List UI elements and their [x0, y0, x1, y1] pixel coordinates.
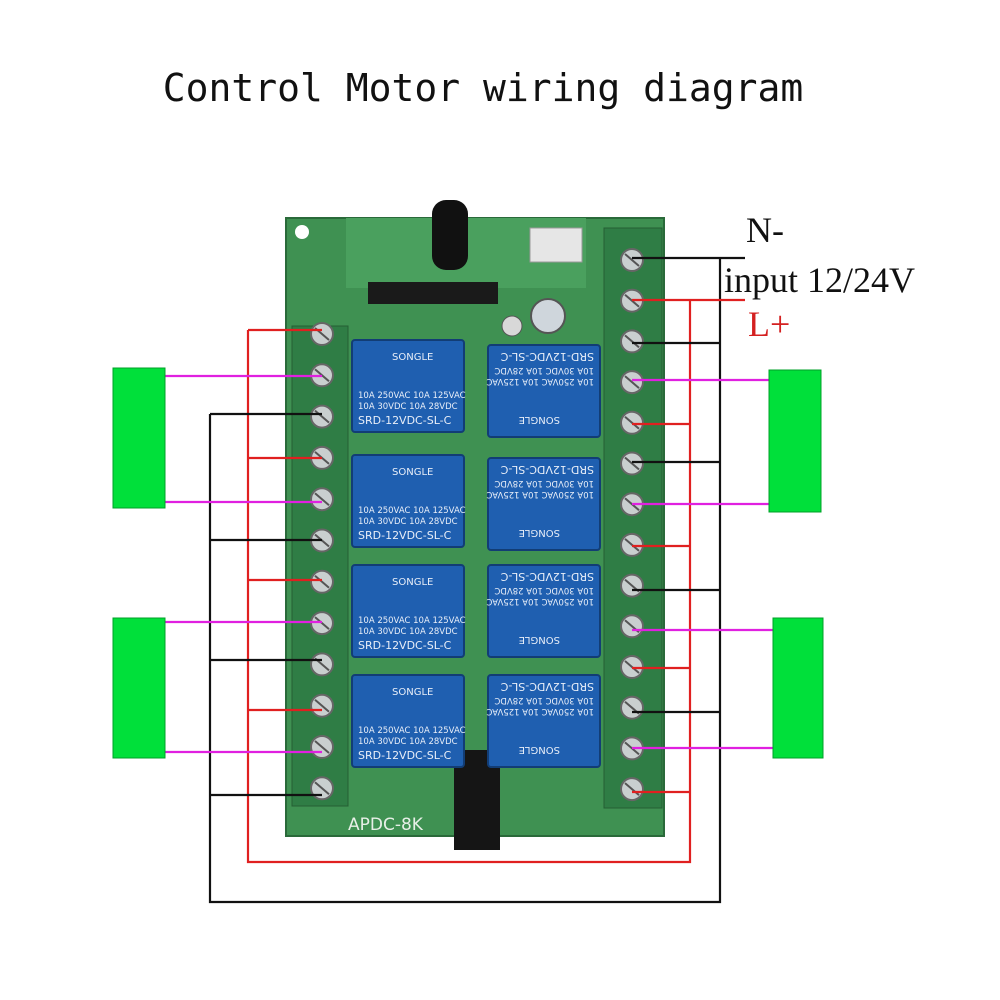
relay-rating-ac: 10A 250VAC 10A 125VAC	[358, 726, 466, 736]
motor-block	[768, 369, 822, 513]
relay-brand: SONGLE	[392, 352, 433, 363]
relay-rating-dc: 10A 30VDC 10A 28VDC	[494, 478, 594, 488]
board-model: APDC-8K	[348, 815, 424, 835]
motor-block	[772, 617, 824, 759]
relay-model: SRD-12VDC-SL-C	[500, 463, 594, 476]
relay-model: SRD-12VDC-SL-C	[500, 680, 594, 693]
relay-model: SRD-12VDC-SL-C	[358, 414, 452, 427]
relay-model: SRD-12VDC-SL-C	[358, 529, 452, 542]
relay-body	[351, 674, 465, 768]
motors	[112, 367, 824, 759]
relay-body	[351, 454, 465, 548]
screw-slot	[314, 409, 330, 424]
relay-body	[487, 457, 601, 551]
screw-slot	[314, 492, 330, 506]
screw-slot	[314, 781, 330, 796]
left-terminal-block	[291, 325, 349, 807]
screw-slot	[624, 334, 640, 349]
relay-rating-dc: 10A 30VDC 10A 28VDC	[494, 365, 594, 375]
right-terminal-block	[603, 227, 663, 809]
relay-rating-dc: 10A 30VDC 10A 28VDC	[358, 402, 458, 412]
relay-model: SRD-12VDC-SL-C	[358, 639, 452, 652]
screw-slot	[624, 253, 640, 267]
live-wire-loop	[246, 300, 692, 864]
wires	[165, 256, 773, 904]
relay-brand: SONGLE	[392, 577, 433, 588]
motor-block	[112, 367, 166, 509]
relay-body	[487, 344, 601, 438]
live-label: L+	[748, 304, 791, 344]
relay-brand: SONGLE	[392, 687, 433, 698]
capacitor	[530, 298, 566, 334]
relay-rating-ac: 10A 250VAC 10A 125VAC	[358, 506, 466, 516]
relay-rating-ac: 10A 250VAC 10A 125VAC	[358, 616, 466, 626]
relay-rating-dc: 10A 30VDC 10A 28VDC	[358, 517, 458, 527]
screw-slot	[624, 456, 640, 471]
relay-brand: SONGLE	[392, 467, 433, 478]
capacitor-small	[501, 315, 523, 337]
relay-brand: SONGLE	[519, 527, 560, 538]
relay-model: SRD-12VDC-SL-C	[500, 350, 594, 363]
relay-rating-dc: 10A 30VDC 10A 28VDC	[494, 585, 594, 595]
relay-rating-ac: 10A 250VAC 10A 125VAC	[486, 706, 594, 716]
switch-component	[529, 227, 583, 263]
ic-chip	[368, 282, 498, 304]
input-voltage-label: input 12/24V	[724, 260, 916, 300]
relay-rating-ac: 10A 250VAC 10A 125VAC	[486, 376, 594, 386]
mount-hole	[295, 225, 309, 239]
relay-model: SRD-12VDC-SL-C	[358, 749, 452, 762]
neutral-wire-loop	[208, 258, 722, 904]
relay-model: SRD-12VDC-SL-C	[500, 570, 594, 583]
screw-slot	[314, 575, 330, 589]
relay-rating-dc: 10A 30VDC 10A 28VDC	[358, 627, 458, 637]
relay-rating-ac: 10A 250VAC 10A 125VAC	[358, 391, 466, 401]
screw-slot	[314, 698, 330, 713]
relay-rating-dc: 10A 30VDC 10A 28VDC	[494, 695, 594, 705]
motor-block	[112, 617, 166, 759]
screw-slot	[624, 375, 640, 389]
relay-brand: SONGLE	[519, 744, 560, 755]
screw-slot	[624, 416, 640, 430]
relay-rating-ac: 10A 250VAC 10A 125VAC	[486, 596, 594, 606]
relay-brand: SONGLE	[519, 414, 560, 425]
neutral-label: N-	[746, 210, 784, 250]
relay-body	[351, 564, 465, 658]
relay-rating-dc: 10A 30VDC 10A 28VDC	[358, 737, 458, 747]
relay-body	[487, 674, 601, 768]
relay-brand: SONGLE	[519, 634, 560, 645]
antenna	[432, 200, 468, 270]
screw-slot	[314, 740, 330, 754]
relay-body	[351, 339, 465, 433]
relay-rating-ac: 10A 250VAC 10A 125VAC	[486, 489, 594, 499]
diagram-title: Control Motor wiring diagram	[162, 66, 804, 110]
relay-body	[487, 564, 601, 658]
